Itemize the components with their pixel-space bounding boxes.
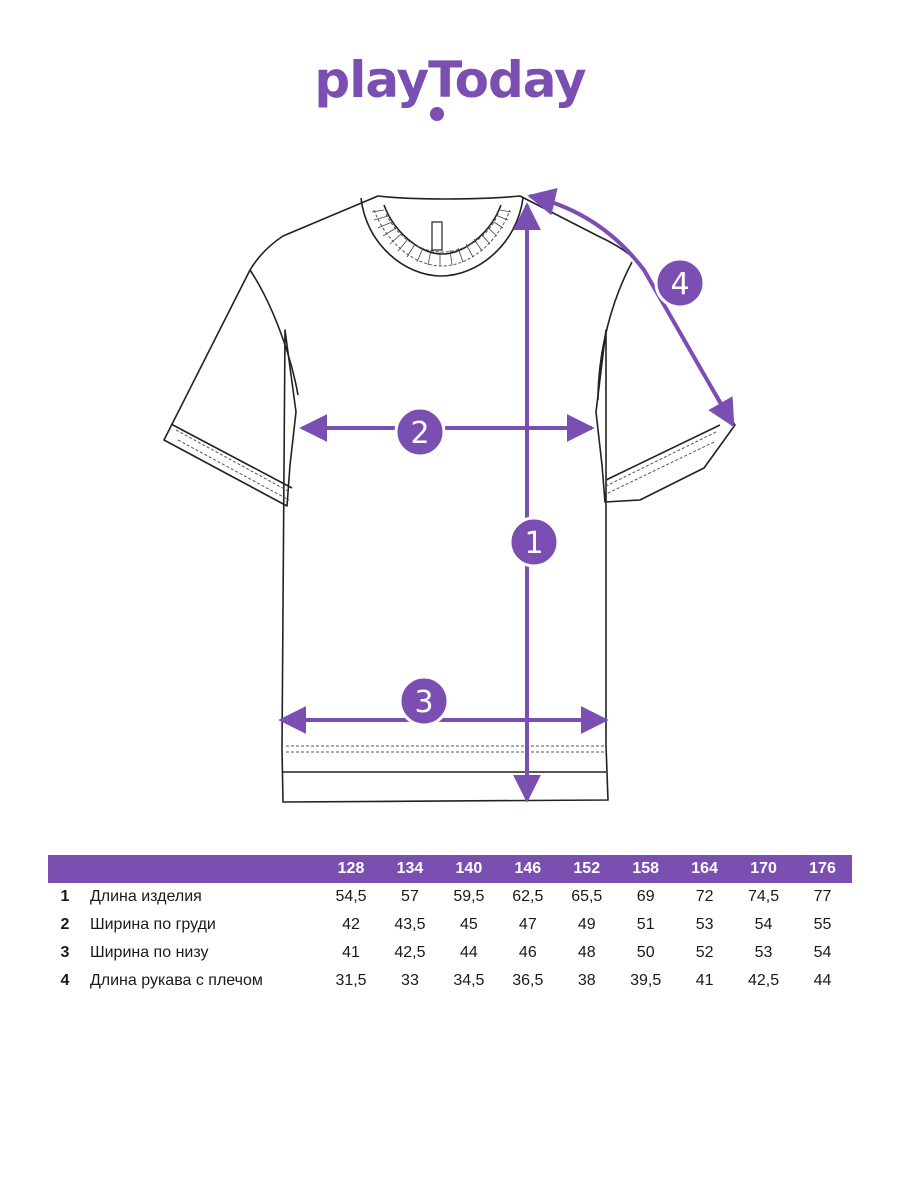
table-cell: 41 (342, 944, 360, 961)
marker-3-label: 3 (414, 685, 433, 720)
logo-dot (430, 107, 444, 121)
table-cell: 55 (813, 916, 832, 933)
row-label: Ширина по низу (89, 944, 209, 961)
size-header: 158 (632, 860, 660, 877)
marker-4: 4 (654, 257, 706, 309)
table-cell: 44 (459, 944, 478, 961)
table-cell: 42,5 (394, 944, 426, 961)
row-number: 1 (60, 888, 70, 905)
table-cell: 39,5 (630, 972, 662, 989)
size-table: 128 134 140 146 152 158 164 170 176 1 Дл… (48, 855, 852, 995)
table-cell: 69 (636, 888, 655, 905)
table-cell: 53 (754, 944, 773, 961)
size-header: 140 (455, 860, 483, 877)
size-header: 134 (396, 860, 424, 877)
marker-1-label: 1 (524, 526, 543, 561)
marker-2-label: 2 (410, 416, 429, 451)
left-shoulder-seam (249, 269, 299, 396)
table-cell: 57 (401, 888, 419, 905)
table-cell: 51 (636, 916, 655, 933)
row-number: 3 (60, 944, 70, 961)
marker-2: 2 (394, 406, 446, 458)
table-row: 1 Длина изделия 54,5 57 59,5 62,5 65,5 6… (48, 883, 852, 911)
arrow-sleeve (527, 187, 735, 428)
table-cell: 47 (518, 916, 537, 933)
table-row: 2 Ширина по груди 42 43,5 45 47 49 51 53… (48, 911, 852, 939)
collar-outer (360, 197, 524, 277)
table-cell: 62,5 (512, 888, 544, 905)
marker-4-label: 4 (670, 267, 689, 302)
table-cell: 72 (695, 888, 714, 905)
table-cell: 43,5 (394, 916, 426, 933)
tshirt-outline (163, 195, 736, 803)
left-cuff-line (170, 423, 293, 489)
table-cell: 59,5 (453, 888, 485, 905)
table-cell: 41 (695, 972, 714, 989)
measurement-arrows (278, 187, 735, 803)
size-header: 170 (750, 860, 777, 877)
stitch-lines (175, 209, 717, 753)
row-number: 4 (60, 972, 70, 989)
table-row: 4 Длина рукава с плечом 31,5 33 34,5 36,… (48, 967, 852, 995)
row-label: Длина изделия (89, 888, 202, 905)
tshirt-diagram: 1 2 3 4 (163, 187, 736, 803)
row-label: Ширина по груди (89, 916, 216, 933)
table-cell: 54 (754, 916, 773, 933)
table-cell: 52 (695, 944, 714, 961)
hanger-tag (431, 221, 443, 251)
size-header-row: 128 134 140 146 152 158 164 170 176 (48, 855, 852, 883)
right-cuff-line (605, 424, 721, 481)
table-cell: 54,5 (335, 888, 367, 905)
size-header: 146 (514, 860, 542, 877)
table-cell: 54 (813, 944, 832, 961)
size-header: 164 (691, 860, 718, 877)
row-number: 2 (60, 916, 70, 933)
table-cell: 44 (813, 972, 832, 989)
table-cell: 33 (401, 972, 419, 989)
table-cell: 42 (342, 916, 360, 933)
table-cell: 48 (577, 944, 596, 961)
header-blank (48, 855, 82, 883)
marker-1: 1 (508, 516, 560, 568)
right-shoulder-seam (597, 261, 633, 401)
table-cell: 42,5 (747, 972, 780, 989)
table-cell: 38 (577, 972, 596, 989)
table-row: 3 Ширина по низу 41 42,5 44 46 48 50 52 … (48, 939, 852, 967)
size-header: 128 (337, 860, 365, 877)
table-cell: 74,5 (747, 888, 780, 905)
table-cell: 45 (459, 916, 478, 933)
table-cell: 53 (695, 916, 714, 933)
table-cell: 49 (577, 916, 596, 933)
collar-ribbing (371, 209, 512, 266)
size-header: 176 (809, 860, 836, 877)
marker-3: 3 (398, 675, 450, 727)
table-cell: 50 (636, 944, 655, 961)
header-blank-label (82, 855, 322, 883)
size-header: 152 (573, 860, 601, 877)
logo-text: playToday (314, 51, 586, 109)
body-outline (163, 195, 736, 803)
collar-inner (383, 204, 502, 255)
brand-logo: playToday (0, 50, 900, 110)
table-cell: 65,5 (571, 888, 603, 905)
table-cell: 31,5 (335, 972, 367, 989)
table-cell: 34,5 (453, 972, 485, 989)
table-cell: 36,5 (512, 972, 544, 989)
table-cell: 46 (518, 944, 537, 961)
table-cell: 77 (813, 888, 832, 905)
row-label: Длина рукава с плечом (89, 972, 263, 989)
